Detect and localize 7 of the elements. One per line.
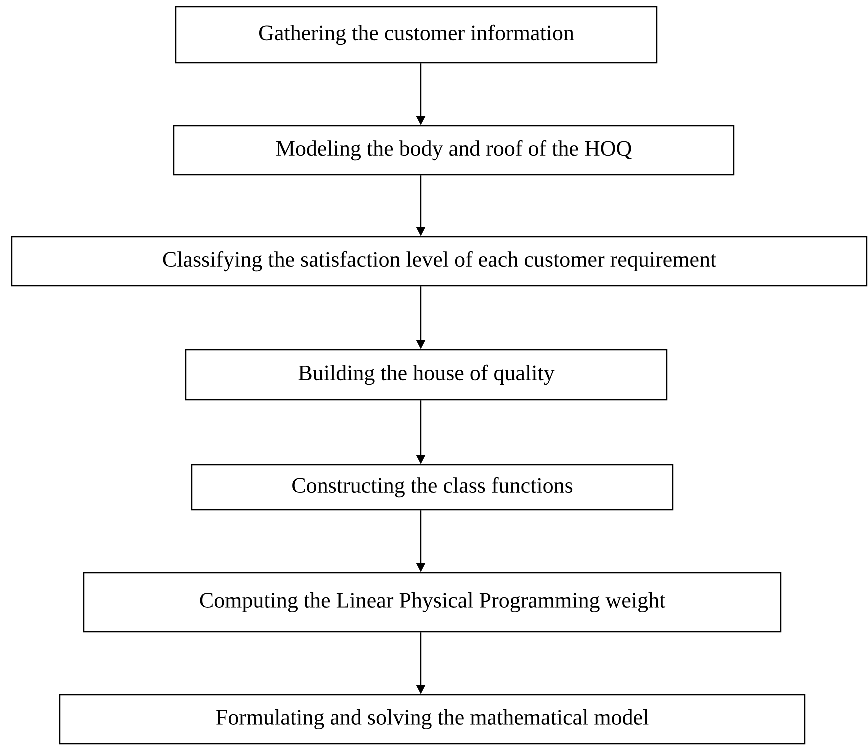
process-box: Computing the Linear Physical Programming weight: [83, 572, 782, 633]
process-box: Modeling the body and roof of the HOQ: [173, 125, 735, 176]
process-box: Building the house of quality: [185, 349, 668, 401]
process-box: Formulating and solving the mathematical model: [59, 694, 806, 745]
process-box: Classifying the satisfaction level of each customer requirement: [11, 236, 868, 287]
process-box: Constructing the class functions: [191, 464, 674, 511]
process-box: Gathering the customer information: [175, 6, 658, 64]
